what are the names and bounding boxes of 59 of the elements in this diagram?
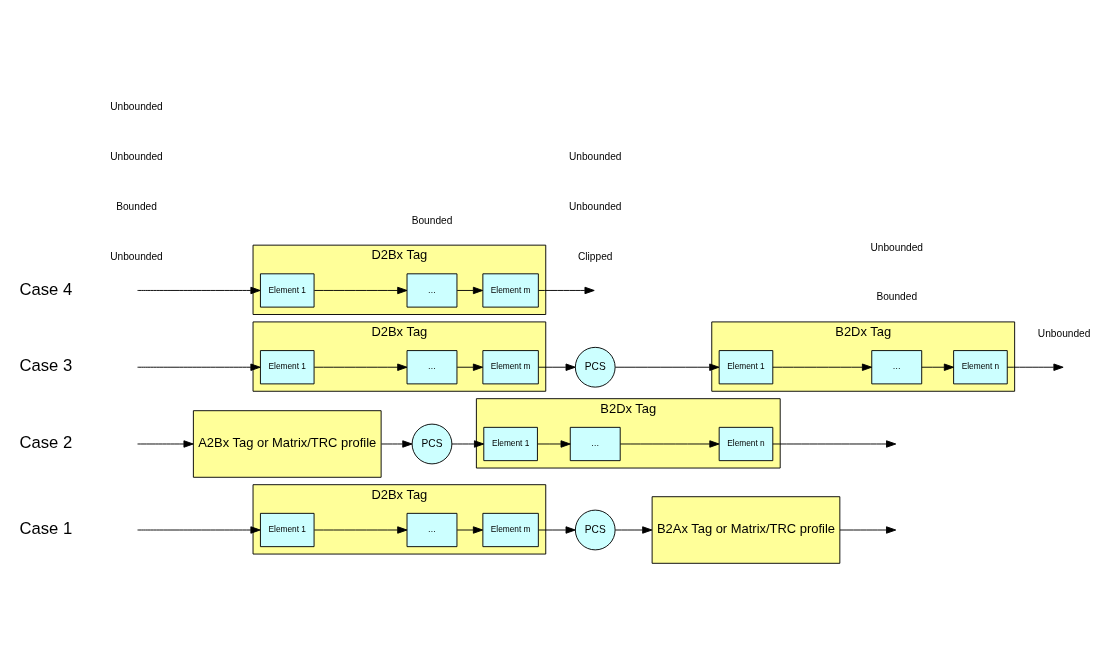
label: Bounded	[116, 200, 157, 212]
arrow	[381, 440, 413, 448]
label: Case 1	[19, 519, 73, 539]
arrow	[137, 286, 261, 295]
node-box: Element m	[482, 512, 539, 548]
label: Case 3	[19, 356, 73, 376]
label: Unbounded	[1037, 327, 1091, 339]
node-box: …	[406, 273, 458, 308]
label: Bounded	[411, 214, 453, 226]
node-box: Element n	[953, 350, 1008, 385]
label: Unbounded	[110, 100, 163, 112]
arrow	[839, 526, 897, 534]
label: Unbounded	[568, 200, 622, 212]
arrow	[921, 363, 955, 371]
label: Bounded	[876, 291, 918, 303]
label: Case 4	[19, 279, 73, 299]
arrow	[538, 363, 576, 371]
arrow	[538, 286, 595, 295]
arrow	[451, 440, 485, 448]
label: Clipped	[578, 250, 613, 262]
arrow	[313, 286, 408, 295]
arrow	[614, 526, 653, 534]
node-box: A2Bx Tag or Matrix/TRC profile	[192, 410, 382, 478]
arrow	[772, 440, 897, 448]
node-box: Element 1	[259, 350, 315, 385]
node-box: Element n	[718, 426, 774, 462]
node-box: Element 1	[483, 426, 538, 462]
arrow	[137, 526, 261, 534]
arrow	[1006, 363, 1064, 371]
label: Unbounded	[568, 150, 622, 162]
node-box: Element m	[482, 273, 539, 308]
arrow	[614, 363, 720, 371]
node-box: B2Ax Tag or Matrix/TRC profile	[651, 496, 841, 564]
arrow	[538, 526, 576, 534]
node-circle: PCS	[574, 509, 616, 551]
label: Case 2	[19, 433, 73, 453]
arrow	[537, 440, 571, 448]
arrow	[456, 286, 484, 295]
node-circle: PCS	[411, 423, 453, 465]
label: Unbounded	[110, 250, 163, 262]
label: Unbounded	[870, 241, 923, 253]
arrow	[137, 440, 194, 448]
arrow	[137, 363, 261, 371]
node-box: …	[406, 350, 458, 385]
node-box: …	[871, 350, 923, 385]
node-box: Element m	[482, 350, 539, 385]
arrow	[456, 363, 484, 371]
node-box: Element 1	[259, 512, 315, 548]
node-box: …	[569, 426, 621, 462]
arrow	[619, 440, 720, 448]
arrow	[313, 363, 408, 371]
arrow	[772, 363, 873, 371]
arrow	[456, 526, 484, 534]
node-circle: PCS	[574, 346, 616, 388]
node-box: …	[406, 512, 458, 548]
arrow	[313, 526, 408, 534]
node-box: Element 1	[259, 273, 315, 308]
node-box: Element 1	[718, 350, 774, 385]
label: Unbounded	[110, 150, 163, 162]
